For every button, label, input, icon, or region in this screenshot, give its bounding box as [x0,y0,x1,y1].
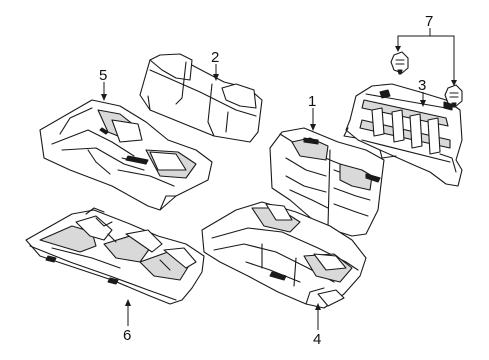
part-5-seat-cushion [39,99,213,211]
arrow-7b [451,80,457,86]
part-7-fastener-right [444,84,463,108]
part-6-cushion-frame [25,207,205,305]
callout-2: 2 [211,49,219,66]
part-4-seat-cushion [201,201,367,309]
callout-5: 5 [99,67,107,84]
part-2-seat-back-frame [139,53,263,143]
callout-7: 7 [425,13,433,30]
leader-7 [397,35,455,82]
callout-6: 6 [123,327,131,344]
arrow-5 [101,94,107,101]
arrow-2 [213,74,219,81]
arrow-6 [125,299,131,306]
callout-1: 1 [308,93,316,110]
callout-4: 4 [313,331,321,348]
callout-3: 3 [418,77,426,94]
part-1-seat-back-assembly [269,127,385,237]
arrow-7a [395,46,401,52]
part-3-seat-back-frame [343,83,463,187]
part-7-fastener-left [390,51,409,75]
leader-lines [101,28,457,330]
arrow-4 [315,303,321,310]
callout-labels: 1 2 3 4 5 6 7 [99,13,433,348]
arrow-1 [310,124,316,131]
arrow-3 [420,100,426,107]
